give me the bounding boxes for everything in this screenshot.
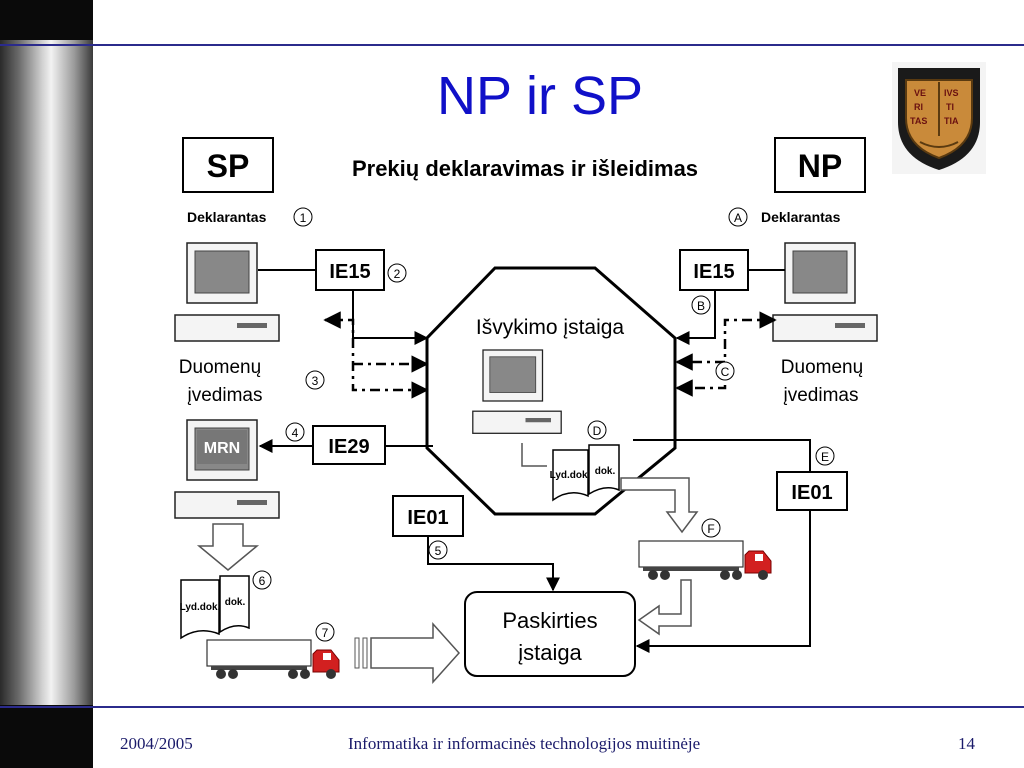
step-f-badge	[701, 518, 721, 538]
step-6: 6	[259, 574, 266, 588]
right-data-entry-line2: įvedimas	[784, 385, 859, 406]
sidebar-gradient	[0, 0, 93, 768]
doc-dok-center	[588, 444, 620, 496]
step-c-badge	[715, 361, 735, 381]
logo-text-ti: TI	[946, 102, 954, 112]
mrn-label: MRN	[204, 440, 240, 457]
step-e: E	[821, 450, 829, 464]
step-2: 2	[394, 267, 401, 281]
step-3-badge	[305, 370, 325, 390]
logo-text-ri: RI	[914, 102, 923, 112]
diagram-heading: Prekių deklaravimas ir išleidimas	[352, 156, 698, 181]
doc-dok-center-text: dok.	[595, 466, 616, 477]
step-1-badge	[293, 207, 313, 227]
step-a: A	[734, 211, 742, 225]
doc-to-truck-hollow-arrow	[620, 477, 699, 534]
truck-right	[638, 540, 772, 581]
ie15-left-box	[315, 249, 385, 291]
right-data-flow	[675, 311, 777, 397]
doc-lyd-center-text: Lyd.dok.	[550, 470, 591, 481]
down-hollow-arrow	[196, 523, 260, 571]
big-right-hollow-arrow	[370, 622, 461, 684]
ie01-right-box	[776, 471, 848, 511]
footer-year: 2004/2005	[120, 734, 193, 753]
customs-diagram: SP NP Prekių deklaravimas ir išleidimas …	[165, 128, 883, 688]
step-5: 5	[435, 544, 442, 558]
doc-dok-left	[219, 575, 250, 634]
ie15-left-label: IE15	[329, 261, 370, 283]
departure-office-label: Išvykimo įstaiga	[476, 316, 625, 339]
slide-title: NP ir SP	[436, 66, 644, 126]
logo-text-tia: TIA	[944, 116, 959, 126]
destination-office-line2: įstaiga	[518, 640, 582, 665]
hollow-arrow-bar-2	[362, 637, 368, 669]
step-d-badge	[587, 420, 607, 440]
doc-lyd-left	[180, 579, 220, 640]
step-c: C	[721, 365, 730, 379]
sidebar-top-block	[0, 0, 93, 40]
step-6-badge	[252, 570, 272, 590]
left-data-entry-line2: įvedimas	[188, 385, 263, 406]
step-1: 1	[300, 211, 307, 225]
ie01-right-label: IE01	[791, 482, 832, 504]
logo-text-tas: TAS	[910, 116, 927, 126]
step-4-badge	[285, 422, 305, 442]
ie29-label: IE29	[328, 436, 369, 458]
ie01-center-box	[392, 495, 464, 537]
logo-text-ivs: IVS	[944, 88, 959, 98]
sidebar-bottom-block	[0, 705, 93, 768]
np-label: NP	[798, 148, 842, 184]
doc-lyd-center	[552, 449, 589, 502]
hollow-arrow-bar-1	[354, 637, 360, 669]
ie01-center-label: IE01	[407, 507, 448, 529]
left-declarant-label: Deklarantas	[187, 209, 267, 225]
left-data-flow	[323, 311, 429, 399]
footer-course: Informatika ir informacinės technologijo…	[348, 734, 701, 753]
doc-lyd-left-text: Lyd.dok.	[180, 602, 221, 613]
destination-office-line1: Paskirties	[502, 608, 597, 633]
ie15-right-label: IE15	[693, 261, 734, 283]
step-2-badge	[387, 263, 407, 283]
np-box	[774, 137, 866, 193]
step-7: 7	[322, 626, 329, 640]
left-data-entry-line1: Duomenų	[179, 357, 261, 378]
bottom-divider	[0, 706, 1024, 708]
top-divider	[0, 44, 1024, 46]
step-d: D	[593, 424, 602, 438]
mrn-screen	[197, 430, 247, 464]
logo-text-ve: VE	[914, 88, 926, 98]
right-declarant-label: Deklarantas	[761, 209, 841, 225]
right-data-entry-line1: Duomenų	[781, 357, 863, 378]
ie15-left-arrow	[352, 290, 429, 345]
ie01-right-line-top	[633, 439, 811, 472]
truck-left	[206, 639, 340, 680]
step-a-badge	[728, 207, 748, 227]
step-f: F	[707, 522, 714, 536]
sp-label: SP	[207, 148, 250, 184]
step-b: B	[697, 299, 705, 313]
left-declarant-computer	[174, 242, 280, 342]
university-crest-logo: VE IVS RI TI TAS TIA	[892, 62, 986, 174]
ie01-right-arrow	[635, 510, 811, 653]
step-e-badge	[815, 446, 835, 466]
step-3: 3	[312, 374, 319, 388]
step-4: 4	[292, 426, 299, 440]
right-declarant-computer	[772, 242, 878, 342]
footer-page-number: 14	[958, 734, 975, 753]
truck-to-destination-hollow-arrow	[637, 579, 692, 636]
sp-box	[182, 137, 274, 193]
ie01-center-arrow	[427, 536, 560, 592]
destination-office-box	[464, 591, 636, 677]
step-7-badge	[315, 622, 335, 642]
doc-hint-arrow	[521, 443, 547, 467]
doc-dok-left-text: dok.	[225, 597, 246, 608]
